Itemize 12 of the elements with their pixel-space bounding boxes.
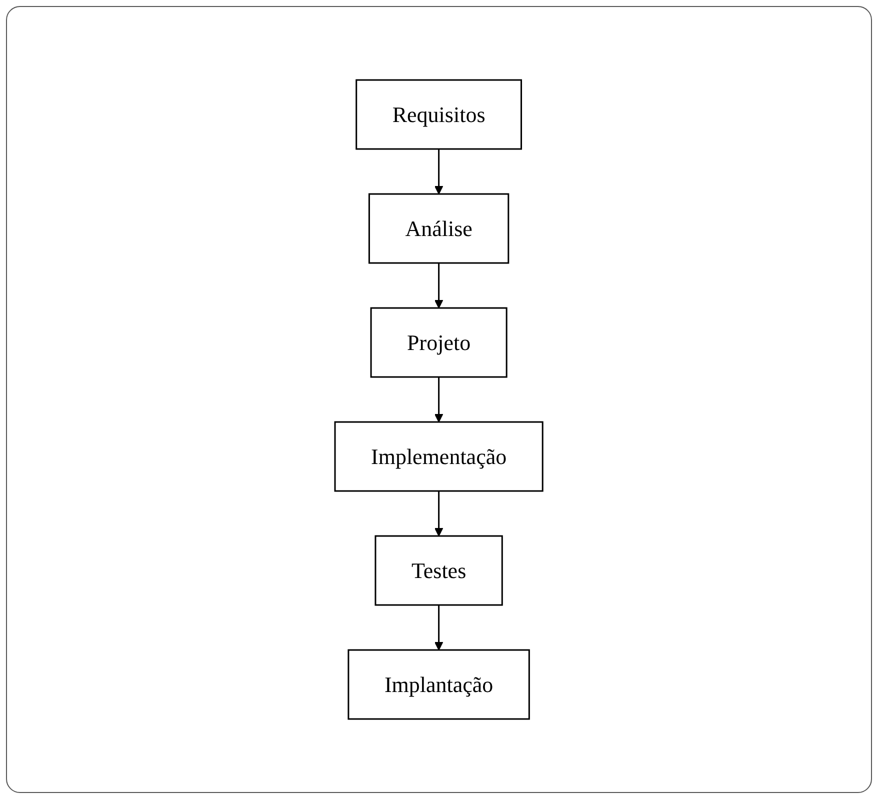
node-box <box>368 193 510 264</box>
node-box <box>356 79 522 150</box>
arrow <box>434 149 444 194</box>
node-box <box>334 421 544 492</box>
node-box <box>370 307 508 378</box>
arrow <box>434 491 444 536</box>
node-box <box>348 649 530 720</box>
diagram-frame: Requisitos Análise Projeto Implementação Testes Implantação <box>6 6 872 793</box>
node-box <box>374 535 504 606</box>
arrow <box>434 605 444 650</box>
arrow <box>434 377 444 422</box>
arrow <box>434 263 444 308</box>
